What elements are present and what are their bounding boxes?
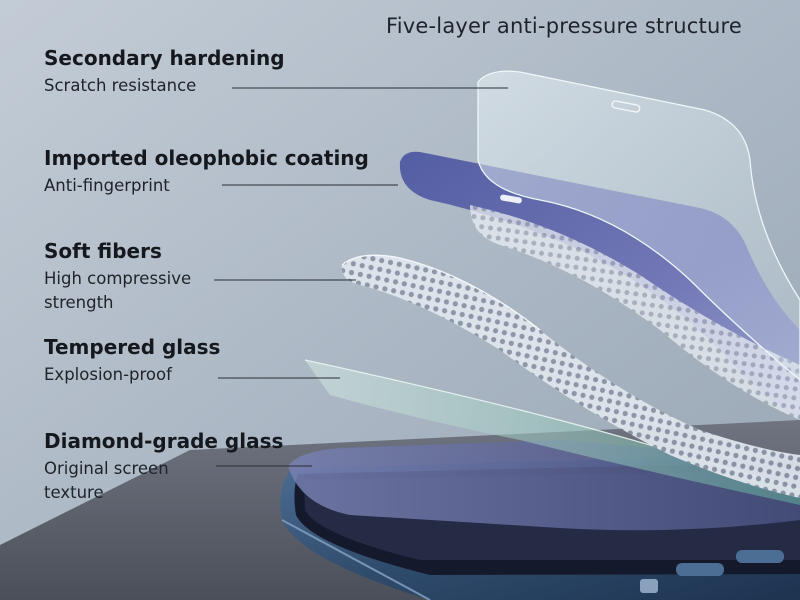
feature-description: Original screen texture (44, 459, 169, 502)
feature-diamond-grade-glass: Diamond-grade glass Original screen text… (44, 428, 283, 505)
feature-oleophobic-coating: Imported oleophobic coating Anti-fingerp… (44, 145, 369, 198)
feature-description: Scratch resistance (44, 76, 197, 95)
feature-secondary-hardening: Secondary hardening Scratch resistance (44, 45, 285, 98)
feature-soft-fibers: Soft fibers High compressive strength (44, 238, 224, 315)
feature-heading: Diamond-grade glass (44, 429, 284, 453)
page-title: Five-layer anti-pressure structure (386, 14, 742, 38)
feature-heading: Secondary hardening (44, 46, 285, 70)
feature-tempered-glass: Tempered glass Explosion-proof (44, 334, 220, 387)
feature-heading: Tempered glass (44, 335, 221, 359)
feature-heading: Imported oleophobic coating (44, 146, 369, 170)
feature-description: Explosion-proof (44, 365, 172, 384)
feature-description: High compressive strength (44, 269, 192, 312)
feature-heading: Soft fibers (44, 239, 162, 263)
feature-description: Anti-fingerprint (44, 176, 170, 195)
